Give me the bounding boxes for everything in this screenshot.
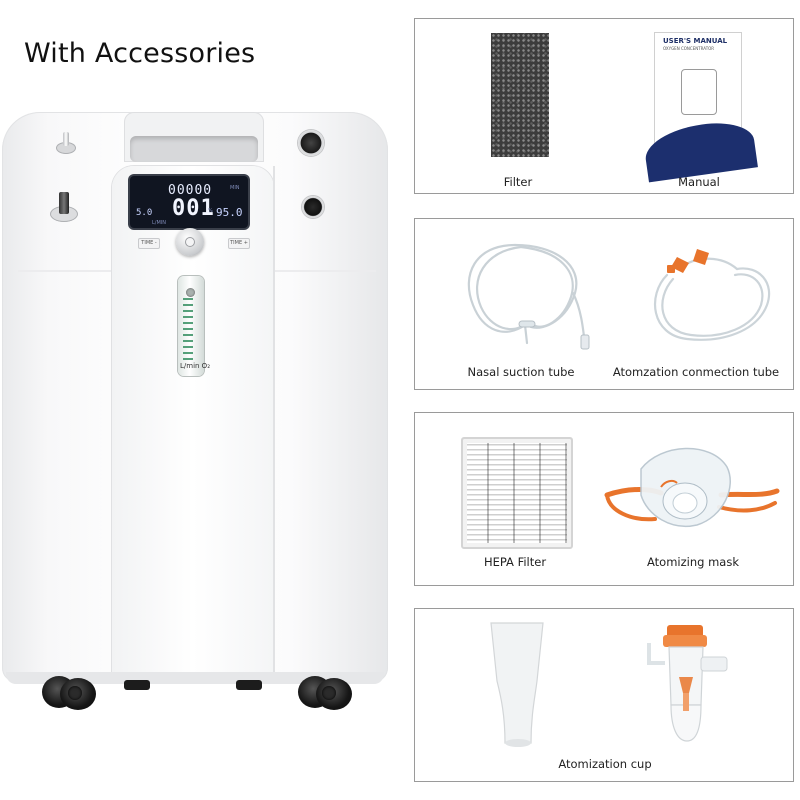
- caption-mask: Atomizing mask: [647, 555, 739, 569]
- accessory-panel-filter-manual: USER'S MANUAL OXYGEN CONCENTRATOR Filter…: [414, 18, 794, 194]
- nebulizer-cup-icon: [647, 625, 728, 742]
- manual-title: USER'S MANUAL: [663, 37, 728, 45]
- panel-split-line: [273, 166, 275, 682]
- power-switch[interactable]: [298, 130, 324, 156]
- caster-wheel-icon: [40, 674, 98, 710]
- page-title: With Accessories: [24, 38, 256, 69]
- accessory-panel-tubes: Nasal suction tube Atomzation conmection…: [414, 218, 794, 390]
- display-timer: 00000: [168, 183, 213, 198]
- accessory-panel-cup: Atomization cup: [414, 608, 794, 782]
- mouthpiece-icon: [490, 622, 544, 747]
- caption-cup: Atomization cup: [558, 757, 652, 771]
- manual-illustration: [681, 69, 717, 115]
- manual-cover-wave: [642, 117, 758, 183]
- display-main-value: 001: [172, 196, 215, 221]
- atomizing-mask-icon: [604, 447, 780, 527]
- handle-grip: [130, 136, 258, 162]
- caption-manual: Manual: [678, 175, 720, 189]
- display-unit-min: MIN: [230, 185, 240, 191]
- display-purity-value: 95.0: [216, 206, 243, 219]
- flowmeter-scale: [183, 298, 193, 360]
- manual-subtitle: OXYGEN CONCENTRATOR: [663, 46, 715, 51]
- flowmeter: L/min O₂: [178, 276, 210, 376]
- caption-filter: Filter: [503, 175, 533, 189]
- connection-tube-icon: [653, 249, 771, 341]
- user-manual: USER'S MANUAL OXYGEN CONCENTRATOR: [642, 33, 758, 183]
- atomizer-outlet-icon: [302, 196, 324, 218]
- caption-hepa: HEPA Filter: [483, 555, 547, 569]
- nasal-cannula-icon: [467, 243, 590, 350]
- base-foot: [124, 680, 150, 690]
- oxygen-concentrator: 00000 MIN 001 5.0 L/MIN 95.0 % TIME - TI…: [2, 112, 388, 710]
- control-knob[interactable]: [176, 228, 204, 256]
- humidifier-nozzle-icon: [56, 132, 76, 158]
- flowmeter-label: L/min O₂: [180, 362, 210, 370]
- display-unit-pct: %: [208, 208, 213, 214]
- machine-base: [6, 672, 384, 684]
- display-unit-lmin: L/MIN: [152, 220, 166, 226]
- accessory-panel-hepa-mask: HEPA Filter Atomizing mask: [414, 412, 794, 586]
- oxygen-outlet-nozzle-icon: [50, 192, 78, 224]
- timer-plus-button[interactable]: TIME +: [228, 238, 250, 249]
- lcd-display: 00000 MIN 001 5.0 L/MIN 95.0 %: [130, 176, 248, 228]
- caption-nasal-tube: Nasal suction tube: [467, 365, 575, 379]
- flowmeter-ball: [186, 288, 195, 297]
- caster-wheel-icon: [296, 674, 354, 710]
- display-flow-value: 5.0: [136, 208, 153, 218]
- foam-filter: [491, 33, 549, 157]
- caption-connection-tube: Atomzation conmection tube: [612, 365, 780, 379]
- hepa-filter: [461, 437, 573, 549]
- base-foot: [236, 680, 262, 690]
- timer-minus-button[interactable]: TIME -: [138, 238, 160, 249]
